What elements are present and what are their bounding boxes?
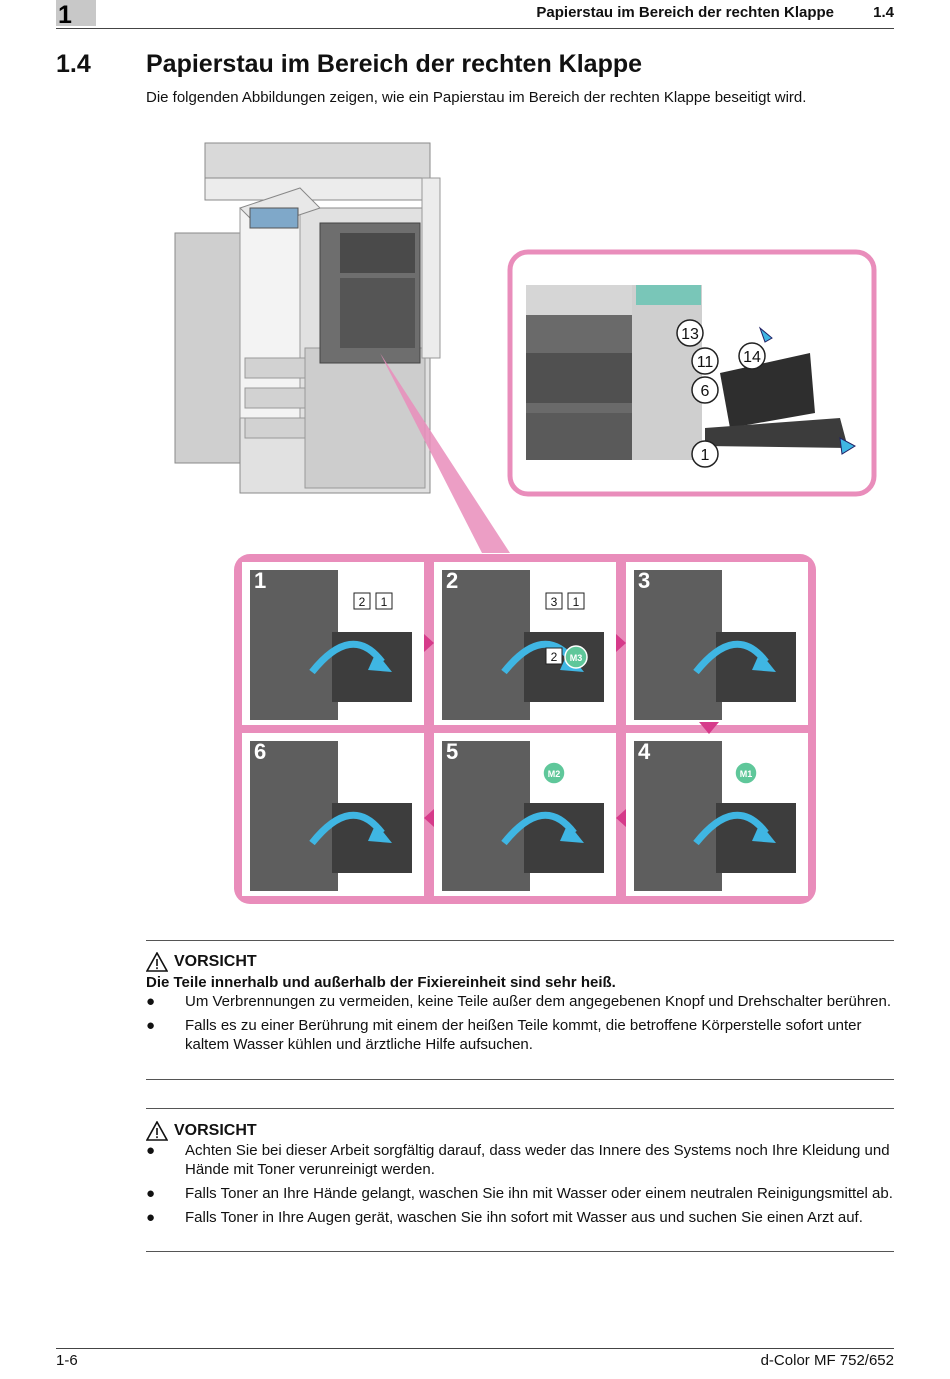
marker-label: M3 xyxy=(570,653,583,663)
step-illustration xyxy=(442,570,530,720)
list-item: ●Achten Sie bei dieser Arbeit sorgfältig… xyxy=(146,1142,890,1178)
step-label-box xyxy=(353,592,371,610)
callout-circle xyxy=(691,347,719,375)
intro-text: Die folgenden Abbildungen zeigen, wie ei… xyxy=(146,89,807,106)
caution2-list: ●Achten Sie bei dieser Arbeit sorgfältig… xyxy=(146,1141,896,1230)
callout-number: 6 xyxy=(701,383,710,400)
caution1-subheading: Die Teile innerhalb und außerhalb der Fi… xyxy=(146,974,616,991)
bullet-icon: ● xyxy=(146,1209,156,1226)
caution1-heading: VORSICHT xyxy=(146,952,257,972)
step-panel: 1 2 1 xyxy=(242,562,424,725)
running-title: Papierstau im Bereich der rechten Klappe xyxy=(536,4,834,21)
step-label: 1 xyxy=(381,595,388,609)
marker-badge xyxy=(734,761,758,785)
direction-arrow-icon xyxy=(699,722,719,734)
arrow-icon xyxy=(839,437,857,455)
step-panel: 4M1 xyxy=(626,733,808,896)
header-rule xyxy=(56,28,894,29)
bullet-icon: ● xyxy=(146,1142,156,1159)
callout-number: 13 xyxy=(681,326,699,343)
chapter-tab xyxy=(56,0,96,26)
step-label-box xyxy=(545,647,563,665)
list-item: ●Um Verbrennungen zu vermeiden, keine Te… xyxy=(146,993,892,1010)
callout-number: 14 xyxy=(743,349,761,366)
detail-callouts: 13 11 14 6 1 xyxy=(676,319,857,468)
step-label: 2 xyxy=(551,650,558,664)
step-number: 2 xyxy=(446,568,458,593)
callout-number: 1 xyxy=(701,447,710,464)
callout-circle xyxy=(691,376,719,404)
step-label-box xyxy=(567,592,585,610)
arrow-icon xyxy=(560,823,584,843)
step-label: 1 xyxy=(573,595,580,609)
marker-label: M2 xyxy=(548,769,561,779)
step-number: 5 xyxy=(446,739,458,764)
step-number: 4 xyxy=(638,739,651,764)
section-number: 1.4 xyxy=(56,50,91,78)
direction-arrow-icon xyxy=(424,809,434,827)
bullet-icon: ● xyxy=(146,1017,156,1034)
section-title: Papierstau im Bereich der rechten Klappe xyxy=(146,50,643,78)
step-illustration xyxy=(250,741,338,891)
caution1-top-rule xyxy=(146,940,894,941)
arrow-icon xyxy=(752,652,776,672)
callout-circle xyxy=(738,342,766,370)
direction-arrow-icon xyxy=(616,634,626,652)
step-panel: 6 xyxy=(242,733,424,896)
marker-badge xyxy=(542,761,566,785)
step-label-box xyxy=(375,592,393,610)
step-number: 3 xyxy=(638,568,650,593)
direction-arrow-icon xyxy=(616,809,626,827)
callout-circle xyxy=(691,440,719,468)
arrow-icon xyxy=(758,326,773,343)
zoom-connector xyxy=(380,353,510,553)
warning-triangle-icon xyxy=(146,1121,168,1141)
direction-arrow-icon xyxy=(424,634,434,652)
step-illustration xyxy=(634,570,722,720)
step-number: 1 xyxy=(254,568,266,593)
caution2-heading-text: VORSICHT xyxy=(174,1122,257,1139)
printer-illustration xyxy=(174,142,441,494)
step-label: 3 xyxy=(551,595,558,609)
step-panel: 5M2 xyxy=(434,733,616,896)
list-item: ●Falls Toner in Ihre Augen gerät, wasche… xyxy=(146,1209,863,1226)
arrow-icon xyxy=(368,823,392,843)
caution2-top-rule xyxy=(146,1108,894,1109)
page-number: 1-6 xyxy=(56,1352,78,1369)
marker-badge xyxy=(564,645,588,669)
running-section-ref: 1.4 xyxy=(873,4,894,21)
bullet-icon: ● xyxy=(146,993,156,1010)
callout-circle xyxy=(676,319,704,347)
caution1-heading-text: VORSICHT xyxy=(174,953,257,970)
detail-illustration xyxy=(526,285,848,460)
bullet-icon: ● xyxy=(146,1185,156,1202)
caution2-heading: VORSICHT xyxy=(146,1121,257,1141)
step-illustration xyxy=(250,570,338,720)
footer-rule xyxy=(56,1348,894,1349)
step-number: 6 xyxy=(254,739,266,764)
warning-triangle-icon xyxy=(146,952,168,972)
caution2-bottom-rule xyxy=(146,1251,894,1252)
product-name: d-Color MF 752/652 xyxy=(760,1352,894,1369)
chapter-number: 1 xyxy=(58,1,72,29)
caution1-bottom-rule xyxy=(146,1079,894,1080)
step-panel: 3 xyxy=(626,562,808,725)
list-item: ●Falls es zu einer Berührung mit einem d… xyxy=(146,1017,862,1053)
list-item: ●Falls Toner an Ihre Hände gelangt, wasc… xyxy=(146,1185,893,1202)
step-illustration xyxy=(634,741,722,891)
step-illustration xyxy=(442,741,530,891)
arrow-icon xyxy=(752,823,776,843)
marker-label: M1 xyxy=(740,769,753,779)
callout-number: 11 xyxy=(697,354,714,371)
caution1-list: ●Um Verbrennungen zu vermeiden, keine Te… xyxy=(146,992,896,1057)
step-label: 2 xyxy=(359,595,366,609)
arrow-icon xyxy=(368,652,392,672)
step-label-box xyxy=(545,592,563,610)
